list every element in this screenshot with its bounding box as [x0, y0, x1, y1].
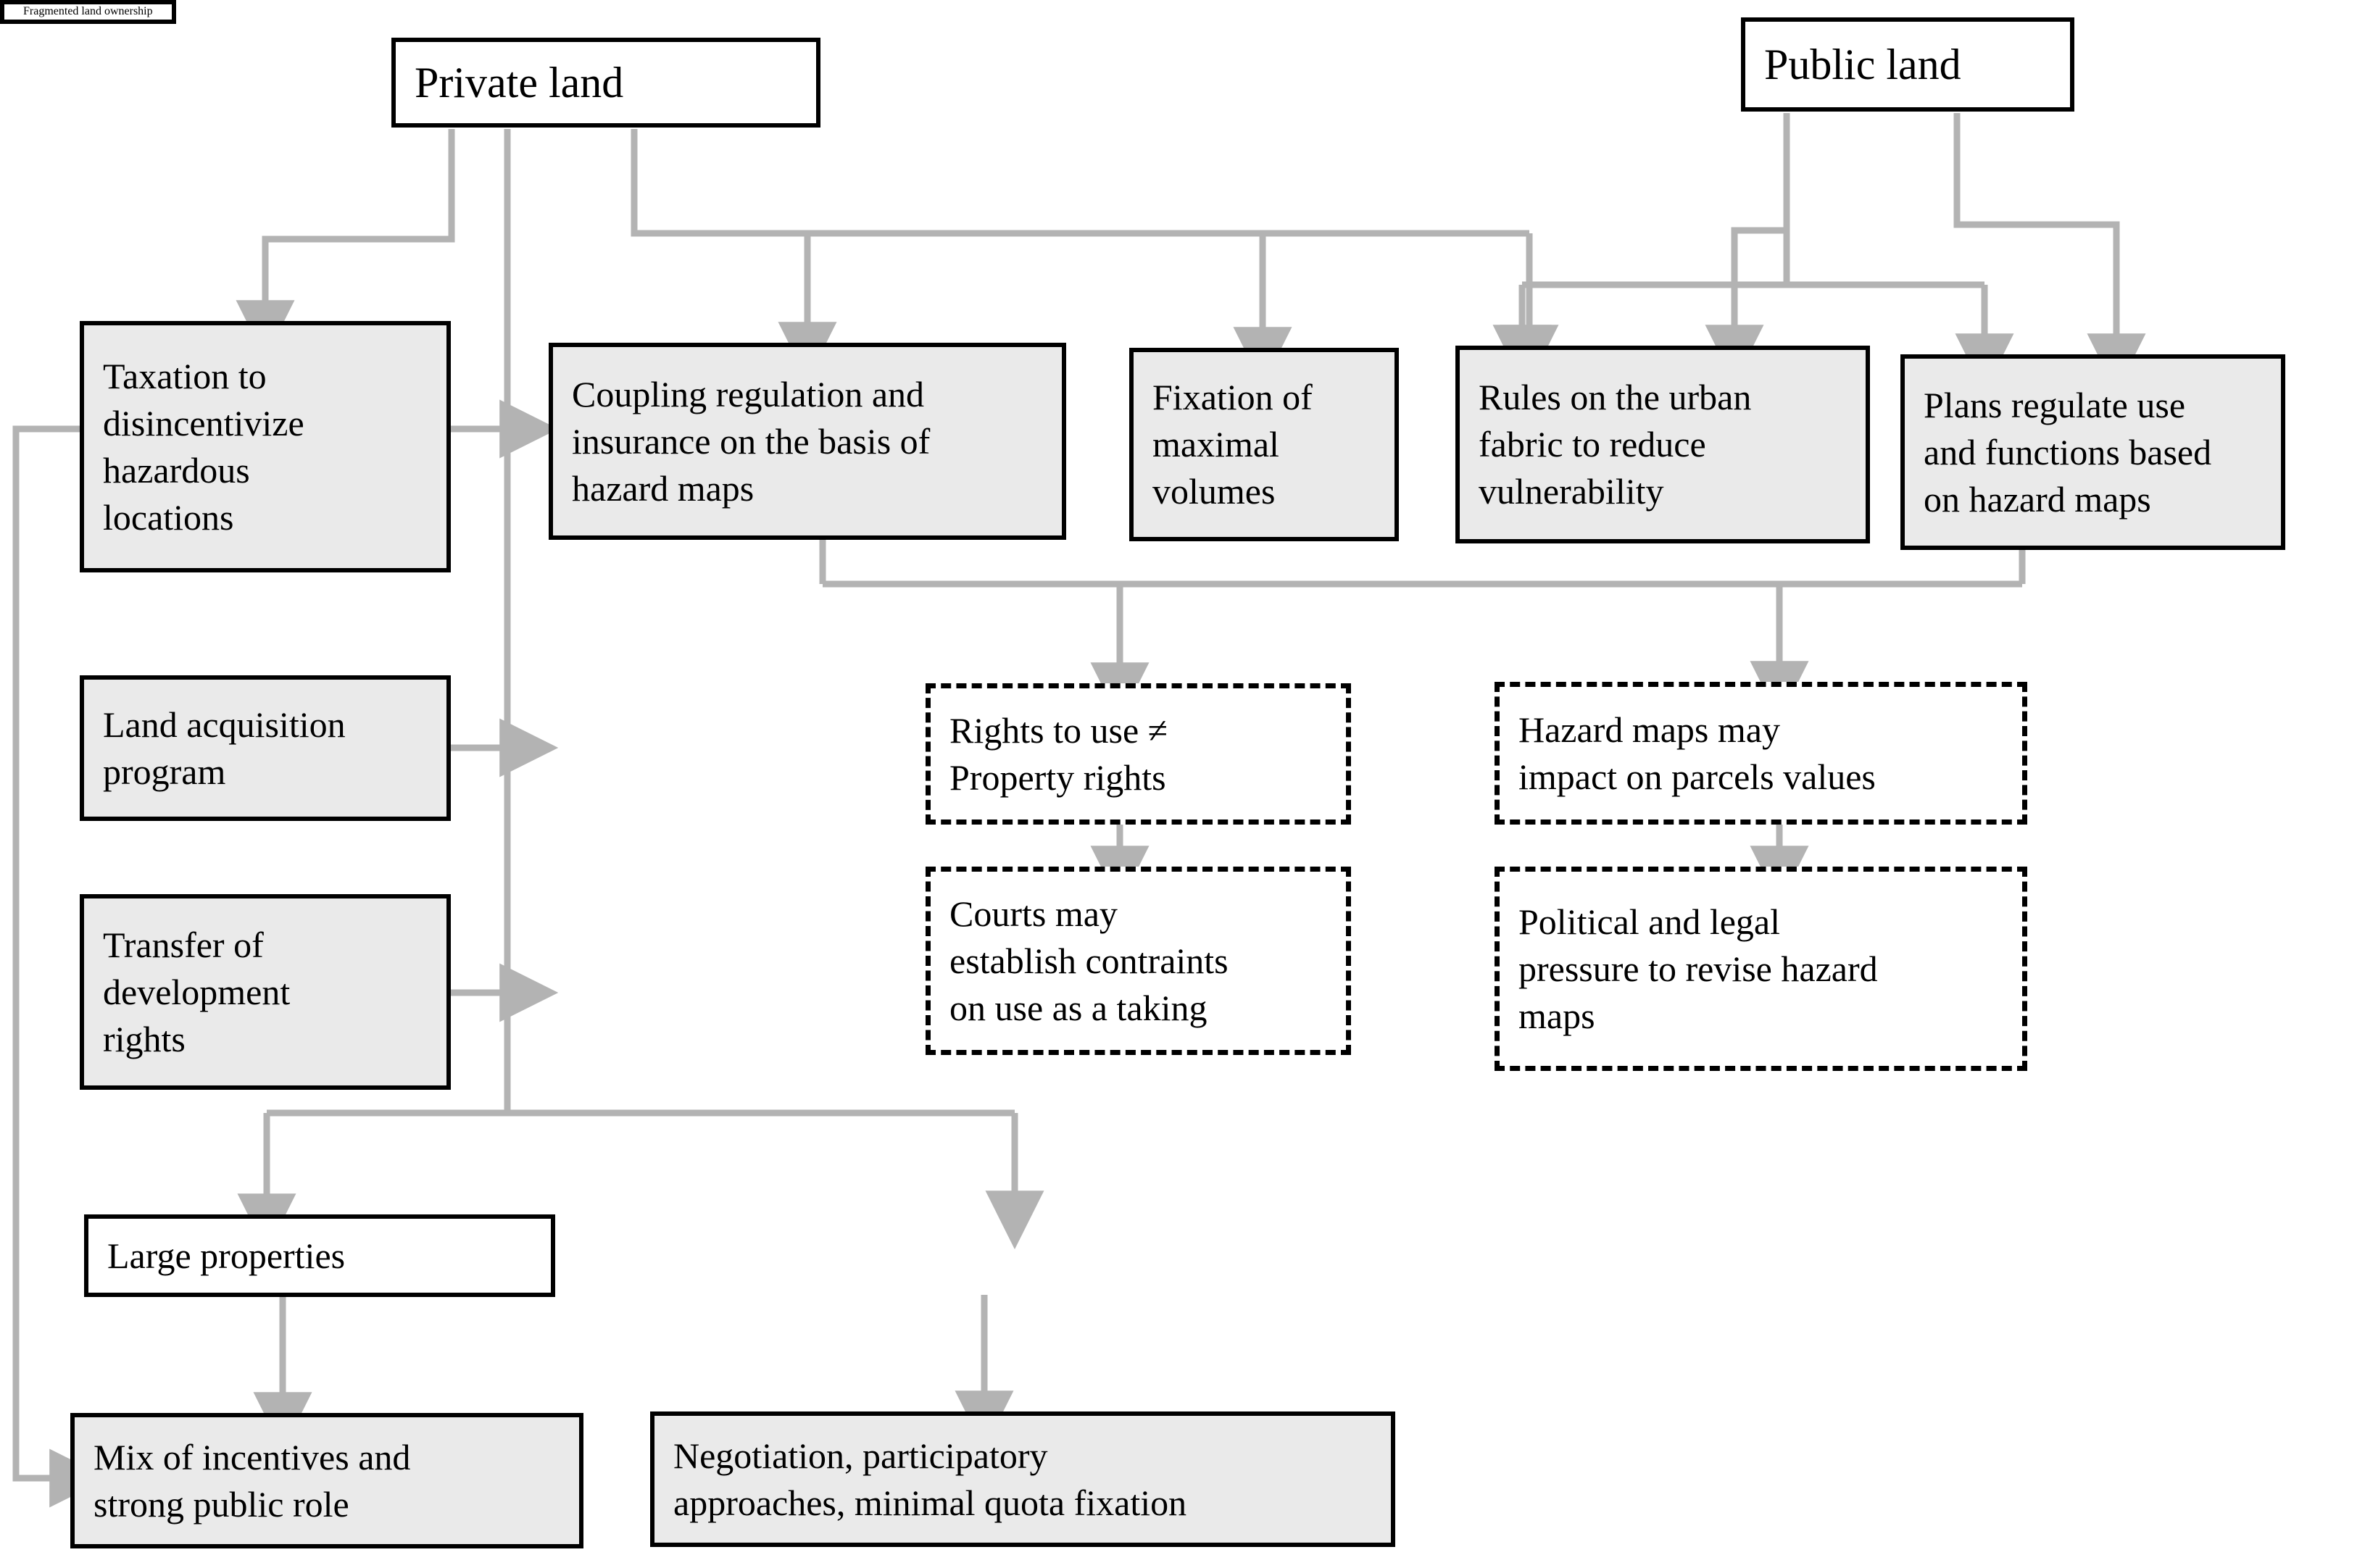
node-large-properties[interactable]: Large properties [84, 1214, 555, 1297]
edge-public-to-plans [1953, 113, 2146, 393]
edge-private-to-coupling [631, 129, 837, 381]
node-land-acquisition[interactable]: Land acquisition program [80, 675, 451, 821]
node-label: Private land [415, 59, 624, 107]
node-mix-incentives[interactable]: Mix of incentives and strong public role [70, 1413, 583, 1548]
node-label: Land acquisition program [103, 704, 346, 792]
node-label: Fixation of maximal volumes [1152, 377, 1313, 512]
node-label: Fragmented land ownership [23, 5, 153, 17]
node-label: Hazard maps may impact on parcels values [1518, 709, 1876, 797]
node-courts-constraints[interactable]: Courts may establish contraints on use a… [926, 867, 1351, 1055]
node-political-pressure[interactable]: Political and legal pressure to revise h… [1495, 867, 2027, 1071]
node-label: Large properties [107, 1235, 346, 1276]
edge-taxation-left-rail [12, 425, 109, 1508]
node-label: Taxation to disincentivize hazardous loc… [103, 355, 304, 538]
node-label: Rights to use ≠ Property rights [949, 709, 1168, 798]
node-fragmented-ownership[interactable]: Fragmented land ownership [0, 0, 176, 24]
node-label: Coupling regulation and insurance on the… [572, 373, 931, 509]
node-label: Mix of incentives and strong public role [93, 1436, 411, 1525]
edge-private-to-taxation [236, 129, 455, 359]
node-rights-to-use[interactable]: Rights to use ≠ Property rights [926, 683, 1351, 825]
node-private-land[interactable]: Private land [391, 38, 820, 128]
node-label: Rules on the urban fabric to reduce vuln… [1479, 377, 1752, 512]
node-taxation[interactable]: Taxation to disincentivize hazardous loc… [80, 321, 451, 572]
node-coupling-regulation[interactable]: Coupling regulation and insurance on the… [549, 343, 1066, 540]
node-plans-regulate-use[interactable]: Plans regulate use and functions based o… [1900, 354, 2285, 550]
node-fixation-volumes[interactable]: Fixation of maximal volumes [1129, 348, 1399, 541]
edge-public-to-rules [1705, 113, 1790, 384]
node-label: Transfer of development rights [103, 924, 291, 1059]
node-label: Negotiation, participatory approaches, m… [673, 1435, 1187, 1523]
node-rules-urban-fabric[interactable]: Rules on the urban fabric to reduce vuln… [1455, 346, 1870, 543]
node-label: Public land [1764, 41, 1961, 88]
node-transfer-dev-rights[interactable]: Transfer of development rights [80, 894, 451, 1090]
node-negotiation[interactable]: Negotiation, participatory approaches, m… [650, 1411, 1395, 1547]
node-public-land[interactable]: Public land [1741, 17, 2074, 112]
node-label: Plans regulate use and functions based o… [1924, 384, 2212, 520]
node-hazard-maps-impact[interactable]: Hazard maps may impact on parcels values [1495, 682, 2027, 825]
node-label: Political and legal pressure to revise h… [1518, 901, 1878, 1036]
node-label: Courts may establish contraints on use a… [949, 893, 1229, 1028]
